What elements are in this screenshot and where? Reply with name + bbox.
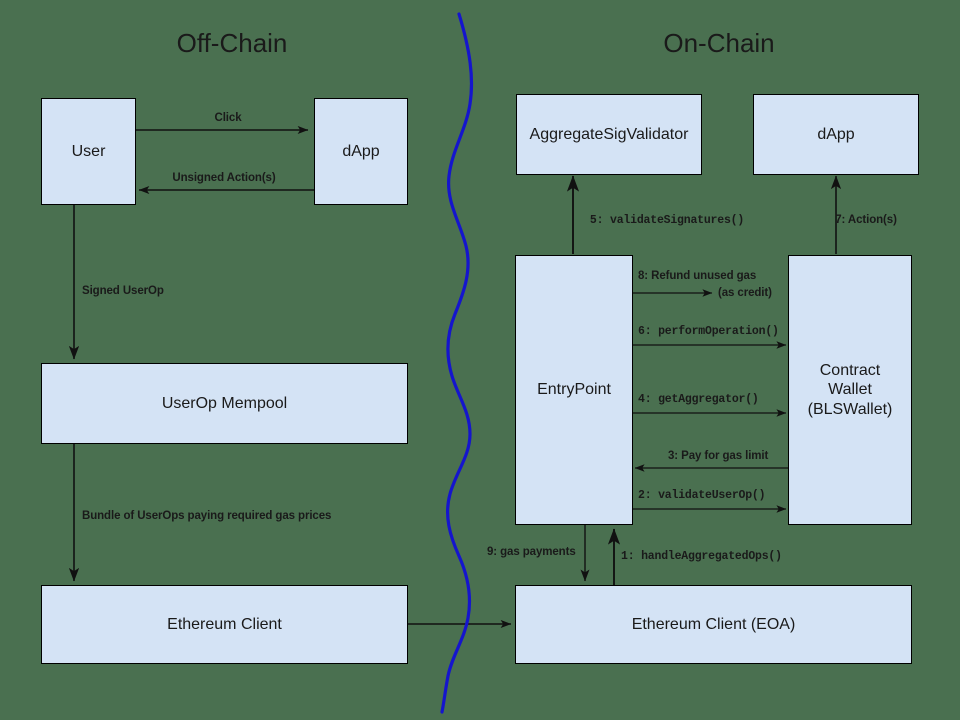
label-click: Click (214, 112, 242, 124)
label-validate-signatures: 5: validateSignatures() (589, 214, 745, 227)
node-userop-mempool[interactable]: UserOp Mempool (41, 363, 408, 444)
node-ethereum-client[interactable]: Ethereum Client (41, 585, 408, 664)
label-validate-userop: 2: validateUserOp() (638, 489, 766, 502)
node-dapp-onchain[interactable]: dApp (753, 94, 919, 175)
label-handle-aggregated-ops: 1: handleAggregatedOps() (621, 550, 782, 563)
label-perform-operation: 6: performOperation() (638, 325, 779, 338)
node-contract-wallet[interactable]: Contract Wallet (BLSWallet) (788, 255, 912, 525)
node-aggregate-sig-validator[interactable]: AggregateSigValidator (516, 94, 702, 175)
node-user[interactable]: User (41, 98, 136, 205)
label-bundle-of-userops: Bundle of UserOps paying required gas pr… (82, 510, 332, 522)
title-off-chain: Off-Chain (176, 28, 288, 58)
label-signed-userop: Signed UserOp (82, 285, 164, 297)
node-ethereum-client-eoa[interactable]: Ethereum Client (EOA) (515, 585, 912, 664)
chain-divider-wave (440, 12, 474, 714)
label-pay-for-gas-limit: 3: Pay for gas limit (668, 450, 769, 462)
label-get-aggregator: 4: getAggregator() (638, 393, 759, 406)
node-entrypoint[interactable]: EntryPoint (515, 255, 633, 525)
label-actions: 7: Action(s) (835, 214, 897, 226)
title-on-chain: On-Chain (663, 28, 775, 58)
label-refund-as-credit: (as credit) (718, 287, 772, 299)
label-gas-payments: 9: gas payments (487, 546, 576, 558)
node-dapp-offchain[interactable]: dApp (314, 98, 408, 205)
label-unsigned-actions: Unsigned Action(s) (172, 172, 276, 184)
label-refund-unused-gas: 8: Refund unused gas (638, 270, 757, 282)
